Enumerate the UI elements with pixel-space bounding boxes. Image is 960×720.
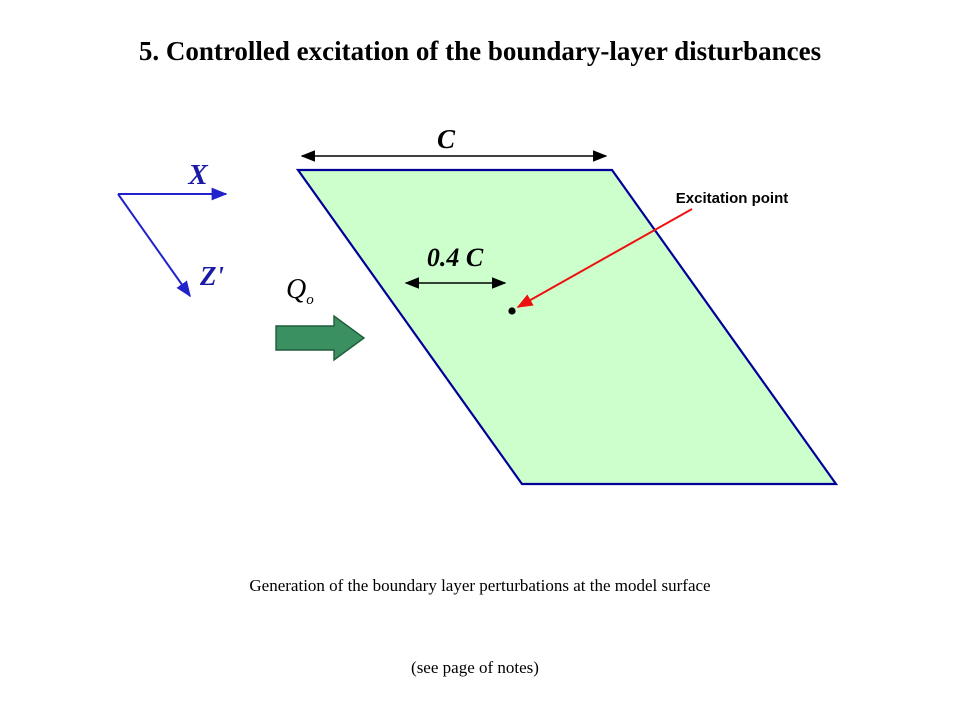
z-axis-label: Z' [199,261,224,291]
excitation-point-dot [508,307,516,315]
slide-title: 5. Controlled excitation of the boundary… [138,36,822,66]
flow-velocity-symbol: Q [286,274,306,305]
notes-reference: (see page of notes) [411,658,539,677]
figure-caption: Generation of the boundary layer perturb… [249,576,711,595]
offset-label: 0.4 C [427,243,484,272]
x-axis-label: X [187,159,208,191]
z-axis-arrow [117,193,191,298]
flow-velocity-label: Qo [286,274,314,308]
flow-direction-arrow [275,314,366,362]
model-surface-plate [295,168,839,486]
chord-label: C [437,124,456,154]
excitation-pointer-arrow [516,208,693,308]
flow-velocity-subscript: o [306,292,314,308]
excitation-point-label: Excitation point [676,190,789,207]
